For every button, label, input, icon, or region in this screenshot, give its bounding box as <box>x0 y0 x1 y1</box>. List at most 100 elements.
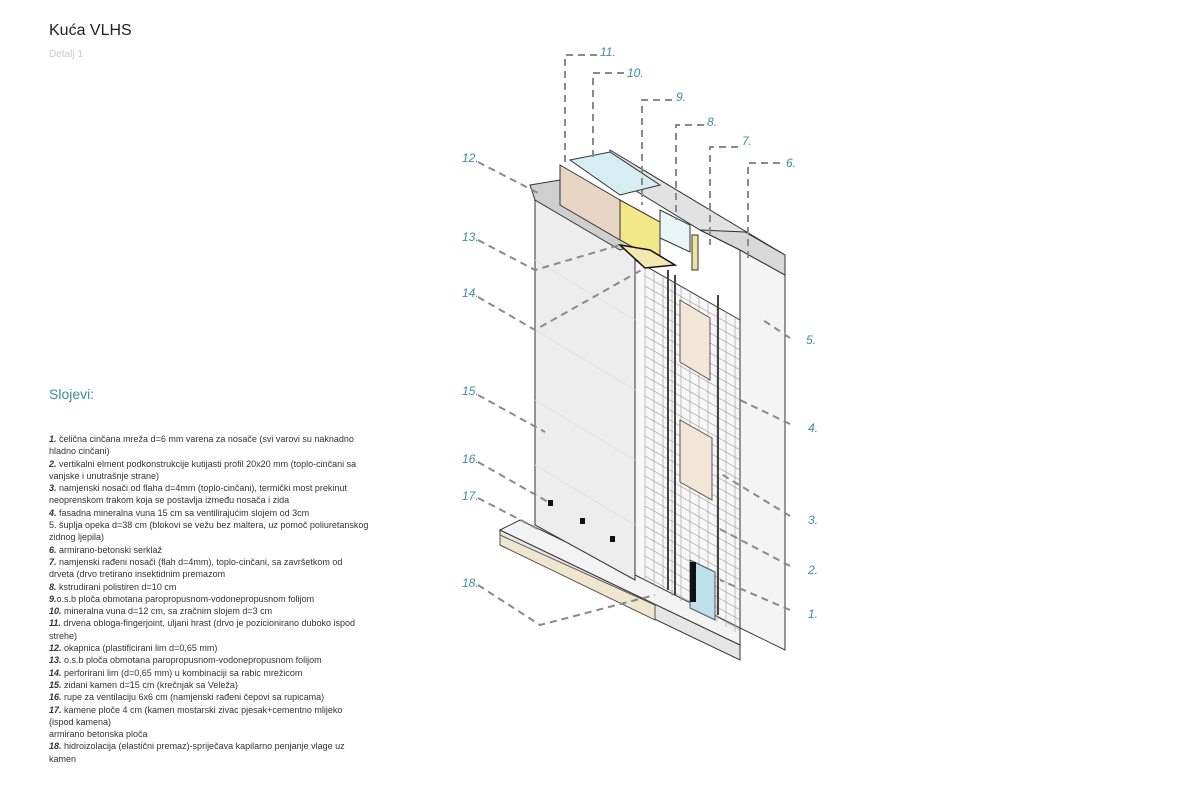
leader-line <box>747 162 780 262</box>
mesh-wire <box>644 525 741 581</box>
layer-number: 11. <box>49 618 61 629</box>
leader-line <box>564 54 597 165</box>
layer-item: 2. vertikalni elment podkonstrukcije kut… <box>49 458 369 483</box>
leader-line <box>641 99 672 205</box>
callout-label: 7. <box>742 134 753 148</box>
leader-line <box>477 461 551 504</box>
concrete-beam-face <box>699 229 786 276</box>
layer-text: vertikalni elment podkonstrukcije kutija… <box>49 458 357 481</box>
mesh-wire <box>644 505 741 561</box>
layer-number: 15. <box>49 679 62 690</box>
layer-item: 6. armirano-betonski serklaž <box>49 544 369 556</box>
callout-label: 9. <box>676 90 687 104</box>
mesh-wire <box>644 275 741 331</box>
stone-joints <box>534 259 636 526</box>
brick-wall-side <box>739 249 786 651</box>
callout-label: 11. <box>600 45 616 59</box>
layer-number: 1. <box>49 434 57 444</box>
layer-text: perforirani lim (d=0,65 mm) u kombinacij… <box>61 667 303 678</box>
stone-plates <box>499 534 656 621</box>
perforated-sheet <box>617 243 678 269</box>
layer-item: 18. hidroizolacija (elastični premaz)-sp… <box>49 740 369 765</box>
mesh-wire <box>644 375 741 431</box>
page-title: Kuća VLHS <box>49 22 132 39</box>
layer-number: 9. <box>49 593 57 604</box>
layer-text: namjenski rađeni nosači (flah d=4mm), to… <box>49 556 343 580</box>
layer-item: 16. rupe za ventilaciju 6x6 cm (namjensk… <box>49 691 369 703</box>
layer-item: armirano betonska ploča <box>49 728 369 740</box>
layer-item: 3. namjenski nosači od flaha d=4mm (topl… <box>49 482 369 507</box>
mineral-wool-panel <box>679 419 713 501</box>
xps <box>659 209 691 253</box>
callout-label: 14. <box>462 286 479 300</box>
mineral-wool <box>568 151 662 196</box>
layer-number: 14. <box>49 667 62 678</box>
layer-text: zidani kamen d=15 cm (krečnjak sa Veleža… <box>61 679 238 690</box>
layer-number: 10. <box>49 606 62 617</box>
ventilation-hole <box>610 536 615 542</box>
leader-line <box>477 584 656 627</box>
layer-text: čelična cinčana mreža d=6 mm varena za n… <box>49 434 354 457</box>
layer-number: 7. <box>49 556 57 567</box>
leader-line <box>717 471 791 517</box>
callout-label: 5. <box>806 333 817 347</box>
leader-line <box>675 124 704 220</box>
layer-number: 6. <box>49 544 57 555</box>
layer-item: 14. perforirani lim (d=0,65 mm) u kombin… <box>49 667 369 679</box>
layer-number: 18. <box>49 741 62 752</box>
callout-label: 6. <box>786 156 797 170</box>
mesh-wire <box>644 355 741 411</box>
layer-item: 12. okapnica (plastificirani lim d=0,65 … <box>49 642 369 654</box>
layer-item: 7. namjenski rađeni nosači (flah d=4mm),… <box>49 556 369 581</box>
layer-number: 2. <box>49 458 57 469</box>
mesh-wire <box>644 385 741 441</box>
leader-line <box>477 394 546 433</box>
callout-label: 18. <box>462 576 479 590</box>
layer-text: o.s.b ploča obmotana paropropusnom-vodon… <box>56 593 315 604</box>
leader-line <box>717 527 791 567</box>
wood-bracket <box>691 234 699 271</box>
callout-label: 8. <box>707 115 718 129</box>
dark-strip <box>690 562 696 602</box>
callout-label: 10. <box>627 66 644 80</box>
layer-item: 10. mineralna vuna d=12 cm, sa zračnim s… <box>49 605 369 617</box>
layer-number: 3. <box>49 483 57 494</box>
callout-label: 16. <box>462 452 479 466</box>
page-subtitle: Detalj 1 <box>49 49 83 60</box>
mesh-wire <box>644 475 741 531</box>
layer-text: armirano betonska ploča <box>49 729 148 740</box>
layer-text: okapnica (plastificirani lim d=0,65 mm) <box>61 643 218 654</box>
layers-list: 1. čelična cinčana mreža d=6 mm varena z… <box>49 433 369 765</box>
callout-label: 12. <box>462 151 479 165</box>
mesh-wire <box>644 465 741 521</box>
layer-number: 17. <box>49 704 62 715</box>
mesh-wire <box>644 365 741 421</box>
leader-line <box>477 161 539 194</box>
layer-item: 5. šuplja opeka d=38 cm (blokovi se vežu… <box>49 519 369 544</box>
callout-label: 4. <box>808 421 819 435</box>
layer-text: 5. šuplja opeka d=38 cm (blokovi se vežu… <box>49 520 369 543</box>
layer-text: kstrudirani polistiren d=10 cm <box>56 581 177 592</box>
layer-text: kamene ploče 4 cm (kamen mostarski zivac… <box>49 704 343 727</box>
leader-line <box>477 239 621 272</box>
layer-number: 12. <box>49 643 62 654</box>
layer-number: 13. <box>49 655 62 666</box>
layer-item: 13. o.s.b ploča obmotana paropropusnom-v… <box>49 654 369 666</box>
callout-label: 17. <box>462 489 479 503</box>
layer-item: 17. kamene ploče 4 cm (kamen mostarski z… <box>49 704 369 729</box>
leader-line <box>709 146 738 245</box>
layer-item: 15. zidani kamen d=15 cm (krečnjak sa Ve… <box>49 679 369 691</box>
callout-label: 3. <box>808 513 819 527</box>
layer-text: armirano-betonski serklaž <box>56 544 163 555</box>
ventilation-hole <box>548 500 553 506</box>
callout-label: 13. <box>462 230 479 244</box>
mesh-wire <box>644 395 741 451</box>
ventilation-hole <box>580 518 585 524</box>
mesh-wire <box>644 495 741 551</box>
layer-text: hidroizolacija (elastični premaz)-sprije… <box>49 741 345 764</box>
callout-label: 2. <box>808 563 819 577</box>
layer-number: 4. <box>49 507 57 518</box>
mesh-wire <box>644 345 741 401</box>
